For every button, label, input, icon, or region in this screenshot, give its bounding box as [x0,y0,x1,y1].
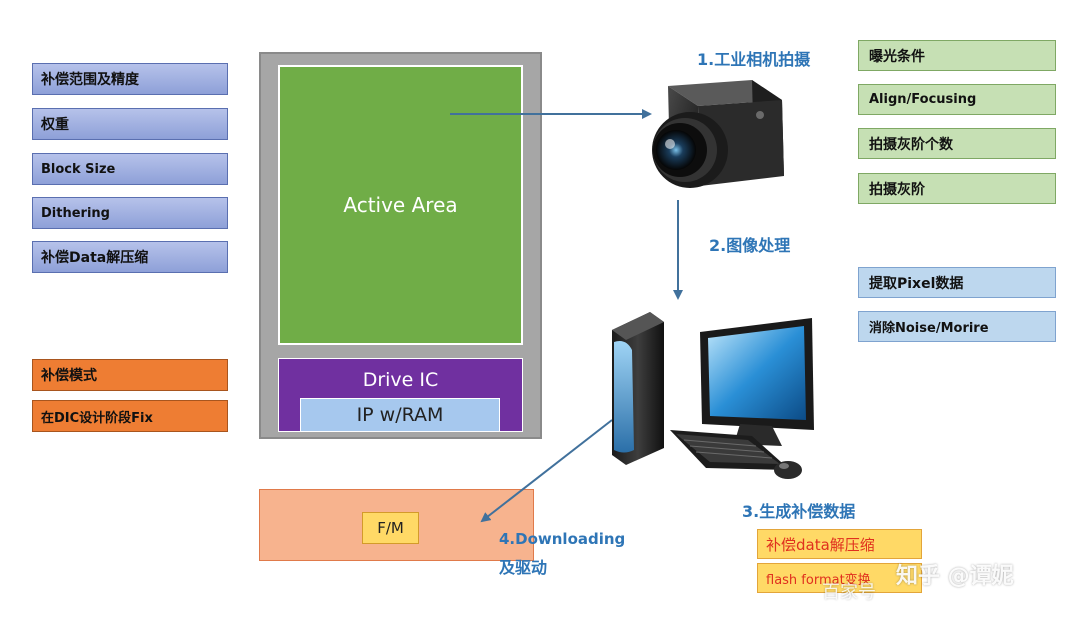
watermark-text: 知乎 @谭妮 [896,558,1014,590]
capture-box-align-focusing: Align/Focusing [858,84,1056,115]
step-3-generate-data: 3.生成补偿数据 [742,498,855,522]
step-1-camera-capture: 1.工业相机拍摄 [697,46,810,70]
step-2-image-processing: 2.图像处理 [709,232,790,256]
arrow-to-fm [482,420,612,521]
watermark-subtext: 百家号 [822,578,876,604]
capture-box-gray-level: 拍摄灰阶 [858,173,1056,204]
capture-box-gray-count: 拍摄灰阶个数 [858,128,1056,159]
capture-box-exposure: 曝光条件 [858,40,1056,71]
step-4-downloading: 4.Downloading [499,530,625,548]
step-4-drive: 及驱动 [499,554,547,578]
camera-icon [652,80,784,188]
output-box-data-decompress: 补偿data解压缩 [757,529,922,559]
process-box-extract-pixel: 提取Pixel数据 [858,267,1056,298]
process-box-remove-noise: 消除Noise/Morire [858,311,1056,342]
computer-icon [612,312,814,479]
